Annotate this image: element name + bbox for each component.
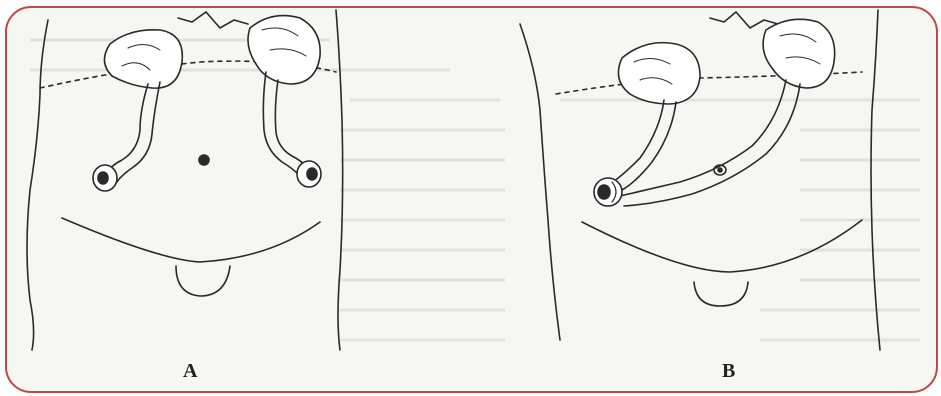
- right-kidney-b: [763, 19, 835, 88]
- torso-right-outline: [336, 10, 343, 350]
- torso-right-outline-b: [871, 10, 880, 350]
- panel-label-a: A: [183, 360, 198, 383]
- pubic-bulge-b: [694, 282, 748, 306]
- panel-label-b: B: [722, 360, 736, 383]
- umbilicus: [199, 155, 209, 165]
- groin-line: [62, 218, 320, 262]
- right-ureter: [263, 72, 298, 174]
- panel-b-drawing: [520, 10, 880, 350]
- left-ureter-b: [610, 100, 664, 184]
- neck-notch: [178, 12, 248, 28]
- left-kidney-b: [618, 43, 700, 104]
- neck-notch-b: [710, 12, 778, 28]
- groin-line-b: [582, 220, 862, 272]
- panel-a-drawing: [27, 10, 343, 350]
- left-ureter: [104, 84, 148, 176]
- right-kidney: [248, 16, 320, 84]
- pubic-bulge: [176, 266, 230, 296]
- torso-left-outline-b: [520, 24, 560, 340]
